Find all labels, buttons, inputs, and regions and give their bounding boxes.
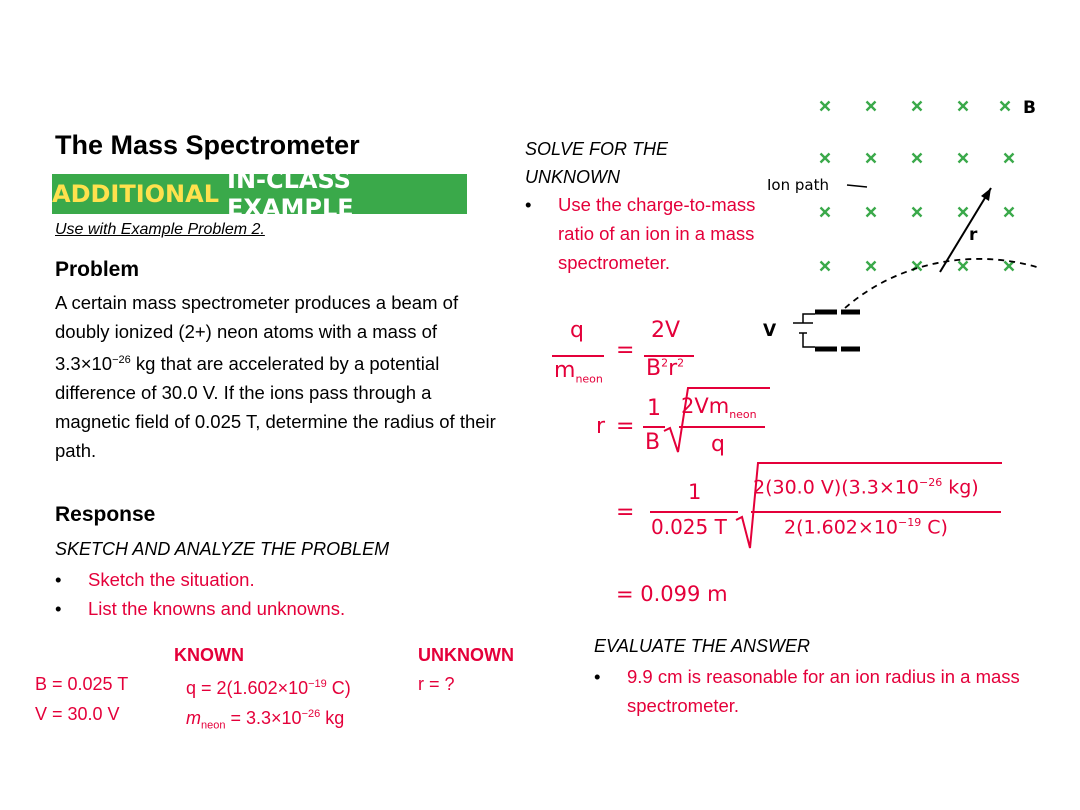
ion-path-arc: [844, 258, 1041, 309]
eq3-den-c: C): [921, 516, 948, 539]
problem-text-b: kg that are accelerated by a potential d…: [55, 353, 496, 462]
eq1-r-exp: 2: [677, 356, 685, 370]
magnetic-field-marks: [819, 100, 1015, 272]
known-q: q = 2(1.602×10−19 C): [186, 670, 351, 702]
list-item: Sketch the situation.: [55, 565, 345, 594]
eq1-fraction-bar: [552, 355, 604, 357]
known-m-mid: = 3.3×10: [225, 708, 302, 728]
evaluate-list: 9.9 cm is reasonable for an ion radius i…: [594, 662, 1054, 720]
accelerator-plates: [793, 309, 860, 352]
eq1-equals: =: [616, 338, 635, 363]
ion-path-label: Ion path: [767, 176, 829, 194]
eq1-2v: 2V: [651, 318, 681, 343]
eq2-r: r: [596, 414, 606, 439]
solve-heading: SOLVE FOR THE UNKNOWN: [525, 139, 669, 187]
radius-line: [939, 187, 992, 273]
use-with-note: Use with Example Problem 2.: [55, 221, 265, 238]
problem-exp: −26: [112, 354, 131, 366]
eq1-b-exp: 2: [661, 356, 669, 370]
known-v: V = 30.0 V: [35, 704, 120, 724]
eq3-den-b: 2(1.602×10: [784, 516, 898, 539]
additional-example-banner: ADDITIONAL IN-CLASS EXAMPLE: [52, 166, 467, 222]
eq1-m-text: m: [554, 358, 576, 383]
page-title: The Mass Spectrometer: [55, 130, 360, 160]
ion-path-pointer: [846, 184, 868, 188]
banner-part2: IN-CLASS EXAMPLE: [227, 166, 354, 222]
evaluate-heading: EVALUATE THE ANSWER: [594, 636, 811, 656]
eq1-fraction-bar-2: [644, 355, 694, 357]
eq2-2vm-text: 2Vm: [681, 394, 730, 418]
eq2-bar: [643, 426, 665, 428]
eq2-sqrt: [663, 387, 770, 453]
eq-result: = 0.099 m: [616, 582, 728, 606]
eq1-m-sub: neon: [575, 372, 603, 386]
list-item: Use the charge-to-mass ratio of an ion i…: [525, 190, 760, 277]
known-m: mneon = 3.3×10−26 kg: [186, 700, 344, 740]
known-m-exp: −26: [301, 708, 321, 720]
field-label: B: [1023, 98, 1036, 118]
list-item: 9.9 cm is reasonable for an ion radius i…: [594, 662, 1054, 720]
eq2-inner-bar: [679, 426, 765, 428]
eq2-q: q: [711, 432, 725, 457]
eq3-den-exp: −19: [898, 516, 922, 529]
eq2-equals: =: [616, 414, 635, 439]
response-heading: Response: [55, 503, 156, 526]
eq3-num-exp: −26: [918, 476, 943, 489]
known-m-sub: neon: [201, 719, 226, 732]
eq2-2vm: 2Vmneon: [681, 394, 757, 421]
eq3-one: 1: [688, 480, 702, 504]
known-q-exp: −19: [308, 678, 327, 690]
eq1-b: B: [646, 356, 662, 381]
sketch-heading: SKETCH AND ANALYZE THE PROBLEM: [55, 539, 390, 559]
eq3-den-a: 0.025 T: [651, 515, 727, 539]
eq1-q: q: [570, 318, 584, 343]
known-b: B = 0.025 T: [35, 674, 129, 694]
known-q-pre: q = 2(1.602×10: [186, 678, 309, 698]
eq3-inner-bar: [751, 511, 1001, 513]
eq2-sub: neon: [729, 408, 757, 422]
equation-block: q mneon = 2V B2r2 r = 1 B 2Vmneon q = 1 …: [548, 318, 1018, 618]
unknown-r: r = ?: [418, 674, 455, 694]
known-heading: KNOWN: [174, 645, 244, 665]
eq3-denominator: 2(1.602×10−19 C): [784, 516, 948, 538]
eq2-b: B: [645, 430, 661, 455]
eq3-equals: =: [616, 500, 635, 525]
solve-list: Use the charge-to-mass ratio of an ion i…: [525, 190, 760, 277]
mass-spectrometer-diagram: B Ion path r V: [763, 98, 1041, 352]
problem-text: A certain mass spectrometer produces a b…: [55, 288, 500, 465]
radius-label: r: [969, 225, 978, 245]
radius-arrowhead: [981, 188, 991, 201]
problem-text-a: A certain mass spectrometer produces a b…: [55, 292, 459, 375]
known-m-pre: m: [186, 708, 201, 728]
eq3-sqrt: [735, 462, 1002, 549]
eq3-bar: [650, 511, 738, 513]
eq3-num-a: 2(30.0 V)(3.3×10: [753, 476, 919, 499]
unknown-heading: UNKNOWN: [418, 645, 514, 665]
eq1-m: mneon: [554, 358, 603, 385]
eq1-r: r: [668, 356, 678, 381]
eq3-num-b: kg): [942, 476, 979, 499]
sketch-list: Sketch the situation. List the knowns an…: [55, 565, 345, 623]
problem-heading: Problem: [55, 258, 140, 281]
eq3-numerator: 2(30.0 V)(3.3×10−26 kg): [753, 476, 979, 498]
list-item: List the knowns and unknowns.: [55, 594, 345, 623]
eq2-one: 1: [647, 396, 661, 421]
known-q-post: C): [331, 678, 351, 698]
known-m-post: kg: [325, 708, 345, 728]
eq1-b2r2: B2r2: [646, 356, 684, 381]
voltage-label: V: [763, 321, 777, 341]
banner-part1: ADDITIONAL: [52, 180, 220, 208]
